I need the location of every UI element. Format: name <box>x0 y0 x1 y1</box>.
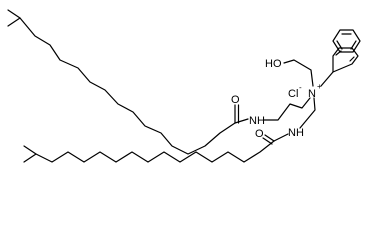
chloride-ion: Cl <box>288 88 298 100</box>
benzene-inner-double-2 <box>350 40 357 50</box>
hydroxyethyl-bonds <box>283 59 314 87</box>
chemical-structure-diagram: O NH O NH N + Cl - HO <box>7 9 361 163</box>
upper-isopropyl-branch <box>7 9 21 27</box>
upper-carbonyl: O <box>231 94 249 124</box>
lower-amide-nh: NH <box>288 127 304 139</box>
quaternary-nitrogen: N <box>308 88 316 100</box>
upper-amide-nh: NH <box>249 115 265 127</box>
upper-chain-zigzag <box>19 17 236 155</box>
lower-alkyl-chain <box>23 140 275 163</box>
benzene-ring-hexagon <box>332 29 361 53</box>
chloride-negative-charge: - <box>299 83 302 92</box>
upper-carbonyl-oxygen: O <box>231 94 240 106</box>
upper-propyl-linker <box>263 97 311 121</box>
lower-amide-c-n-bond <box>273 133 289 142</box>
lower-ethyl-linker <box>299 97 316 129</box>
benzene-inner-bond-b <box>349 56 355 62</box>
lower-carbonyl: O <box>255 128 289 145</box>
lower-chain-zigzag <box>35 140 275 163</box>
lower-isopropyl-branch <box>23 145 37 163</box>
lower-carbonyl-oxygen: O <box>255 128 264 140</box>
hydroxyl-group: HO <box>265 58 282 70</box>
benzyl-group <box>320 29 361 87</box>
lower-carbonyl-double-bond-b <box>262 137 273 145</box>
upper-alkyl-chain <box>7 9 236 155</box>
upper-amide-c-n-bond <box>234 118 249 124</box>
hydroxyethyl-group: HO <box>265 58 314 87</box>
benzyl-ch2-bond <box>320 71 334 87</box>
nitrogen-positive-charge: + <box>317 82 322 91</box>
benzene-inner-double-3 <box>336 40 343 50</box>
lower-carbonyl-double-bond-a <box>264 134 275 142</box>
